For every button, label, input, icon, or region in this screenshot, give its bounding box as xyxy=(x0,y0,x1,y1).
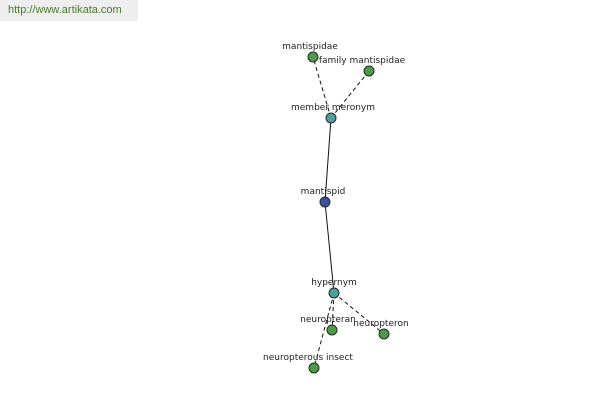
watermark-url[interactable]: http://www.artikata.com xyxy=(8,4,122,16)
node-circle-neuropterous-insect[interactable] xyxy=(308,362,320,374)
edge-member_meronym-to-family_mantispidae xyxy=(330,70,370,119)
node-mantispidae[interactable]: mantispidae xyxy=(282,42,338,63)
node-label-neuropterous-insect[interactable]: neuropterous insect xyxy=(263,353,353,363)
edge-member_meronym-to-mantispidae xyxy=(312,56,332,119)
node-hypernym[interactable]: hypernym xyxy=(311,278,357,299)
node-label-neuropteron[interactable]: neuropteron xyxy=(353,319,408,329)
node-neuropterous-insect[interactable]: neuropterous insect xyxy=(263,353,353,374)
node-member-meronym[interactable]: member meronym xyxy=(291,103,375,124)
node-label-mantispid[interactable]: mantispid xyxy=(301,187,346,197)
edge-hypernym-to-neuropteran xyxy=(331,292,335,331)
node-label-mantispidae[interactable]: mantispidae xyxy=(282,42,338,52)
node-family-mantispidae[interactable]: family mantispidae xyxy=(319,56,406,77)
node-label-family-mantispidae[interactable]: family mantispidae xyxy=(319,56,406,66)
node-circle-mantispid[interactable] xyxy=(319,196,331,208)
edge-hypernym-to-neuropterous_insect xyxy=(313,292,335,369)
node-label-neuropteran[interactable]: neuropteran xyxy=(300,315,356,325)
edge-mantispid-to-member_meronym xyxy=(324,117,332,203)
edge-mantispid-to-hypernym xyxy=(324,201,335,294)
watermark-bar: http://www.artikata.com xyxy=(0,0,138,21)
node-circle-family-mantispidae[interactable] xyxy=(363,65,375,77)
node-label-member-meronym[interactable]: member meronym xyxy=(291,103,375,113)
node-mantispid[interactable]: mantispid xyxy=(301,187,346,208)
node-circle-neuropteron[interactable] xyxy=(378,328,390,340)
node-circle-mantispidae[interactable] xyxy=(307,51,319,63)
node-circle-hypernym[interactable] xyxy=(328,287,340,299)
node-neuropteron[interactable]: neuropteron xyxy=(353,319,409,340)
edge-hypernym-to-neuropteron xyxy=(333,292,385,335)
node-label-hypernym[interactable]: hypernym xyxy=(311,278,357,288)
node-circle-member-meronym[interactable] xyxy=(325,112,337,124)
node-neuropteran[interactable]: neuropteran xyxy=(300,315,356,336)
node-circle-neuropteran[interactable] xyxy=(326,324,338,336)
